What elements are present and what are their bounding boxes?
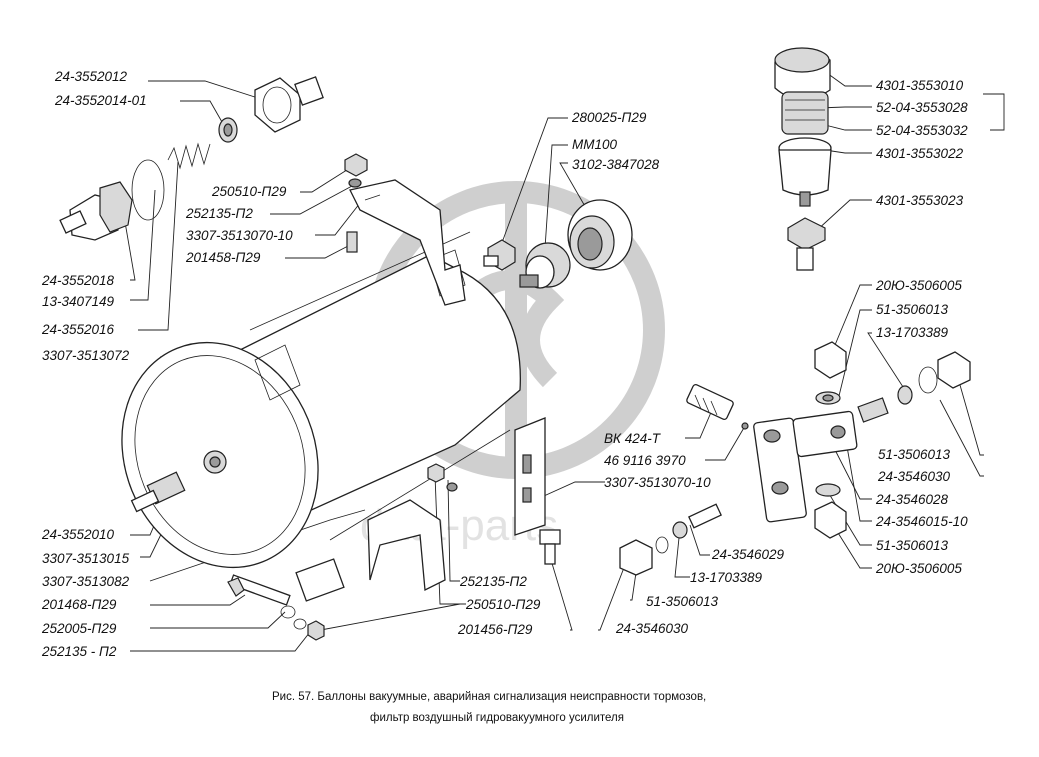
caption-line-2: фильтр воздушный гидровакуумного усилите… bbox=[370, 712, 624, 724]
label-20yu-3506005-bottom: 20Ю-3506005 bbox=[875, 561, 962, 576]
label-46-9116-3970: 46 9116 3970 bbox=[604, 453, 686, 468]
label-20yu-3506005-top: 20Ю-3506005 bbox=[875, 278, 962, 293]
switch-vk424 bbox=[686, 383, 749, 430]
label-201456-p29: 201456-П29 bbox=[457, 622, 533, 637]
label-4301-3553023: 4301-3553023 bbox=[876, 193, 964, 208]
label-51-3506013-b: 51-3506013 bbox=[878, 447, 951, 462]
label-252135-p2-bottom: 252135-П2 bbox=[459, 574, 527, 589]
label-13-1703389-top: 13-1703389 bbox=[876, 325, 949, 340]
label-24-3546029: 24-3546029 bbox=[711, 547, 785, 562]
label-24-3552016: 24-3552016 bbox=[41, 322, 115, 337]
label-51-3506013-c: 51-3506013 bbox=[876, 538, 949, 553]
label-252135-p2-top: 252135-П2 bbox=[185, 206, 253, 221]
label-201468-p29: 201468-П29 bbox=[41, 597, 117, 612]
label-3307-3513070-10-bottom: 3307-3513070-10 bbox=[604, 475, 711, 490]
label-3307-3513015: 3307-3513015 bbox=[42, 551, 130, 566]
upper-left-fittings bbox=[59, 76, 324, 241]
label-4301-3553022: 4301-3553022 bbox=[876, 146, 964, 161]
label-51-3506013-a: 51-3506013 bbox=[876, 302, 949, 317]
label-252005-p29: 252005-П29 bbox=[41, 621, 117, 636]
label-24-3546030-right: 24-3546030 bbox=[877, 469, 951, 484]
label-24-3546028: 24-3546028 bbox=[875, 492, 949, 507]
label-280025-p29: 280025-П29 bbox=[571, 110, 647, 125]
label-3307-3513082: 3307-3513082 bbox=[42, 574, 130, 589]
label-3307-3513072: 3307-3513072 bbox=[42, 348, 130, 363]
sensor-group bbox=[483, 199, 633, 289]
label-vk424-t: ВК 424-Т bbox=[604, 431, 662, 446]
top-bracket bbox=[344, 153, 466, 306]
label-3102-3847028: 3102-3847028 bbox=[572, 157, 660, 172]
label-24-3552014-01: 24-3552014-01 bbox=[54, 93, 147, 108]
leader-lines bbox=[124, 67, 1005, 652]
caption-line-1: Рис. 57. Баллоны вакуумные, аварийная си… bbox=[272, 691, 706, 703]
label-mm100: ММ100 bbox=[572, 137, 618, 152]
label-24-3552010: 24-3552010 bbox=[41, 527, 115, 542]
label-13-3407149: 13-3407149 bbox=[42, 294, 115, 309]
label-24-3546015-10: 24-3546015-10 bbox=[875, 514, 968, 529]
air-filter bbox=[774, 47, 832, 271]
label-52-04-3553032: 52-04-3553032 bbox=[876, 123, 968, 138]
lower-parts bbox=[227, 417, 722, 641]
label-250510-p29-top: 250510-П29 bbox=[211, 184, 287, 199]
label-4301-3553010: 4301-3553010 bbox=[876, 78, 964, 93]
label-201458-p29: 201458-П29 bbox=[185, 250, 261, 265]
label-252135-p2-bottom-left: 252135 - П2 bbox=[41, 644, 117, 659]
tee-block bbox=[753, 341, 971, 539]
label-51-3506013-d: 51-3506013 bbox=[646, 594, 719, 609]
callout-labels: 24-3552012 24-3552014-01 24-3552018 13-3… bbox=[41, 69, 968, 659]
figure-caption: Рис. 57. Баллоны вакуумные, аварийная си… bbox=[272, 691, 706, 724]
label-24-3546030-bottom: 24-3546030 bbox=[615, 621, 689, 636]
label-52-04-3553028: 52-04-3553028 bbox=[876, 100, 968, 115]
label-24-3552018: 24-3552018 bbox=[41, 273, 115, 288]
label-3307-3513070-10-top: 3307-3513070-10 bbox=[186, 228, 293, 243]
label-13-1703389-bottom: 13-1703389 bbox=[690, 570, 763, 585]
label-250510-p29-bottom: 250510-П29 bbox=[465, 597, 541, 612]
label-24-3552012: 24-3552012 bbox=[54, 69, 128, 84]
vacuum-tank bbox=[121, 231, 521, 569]
